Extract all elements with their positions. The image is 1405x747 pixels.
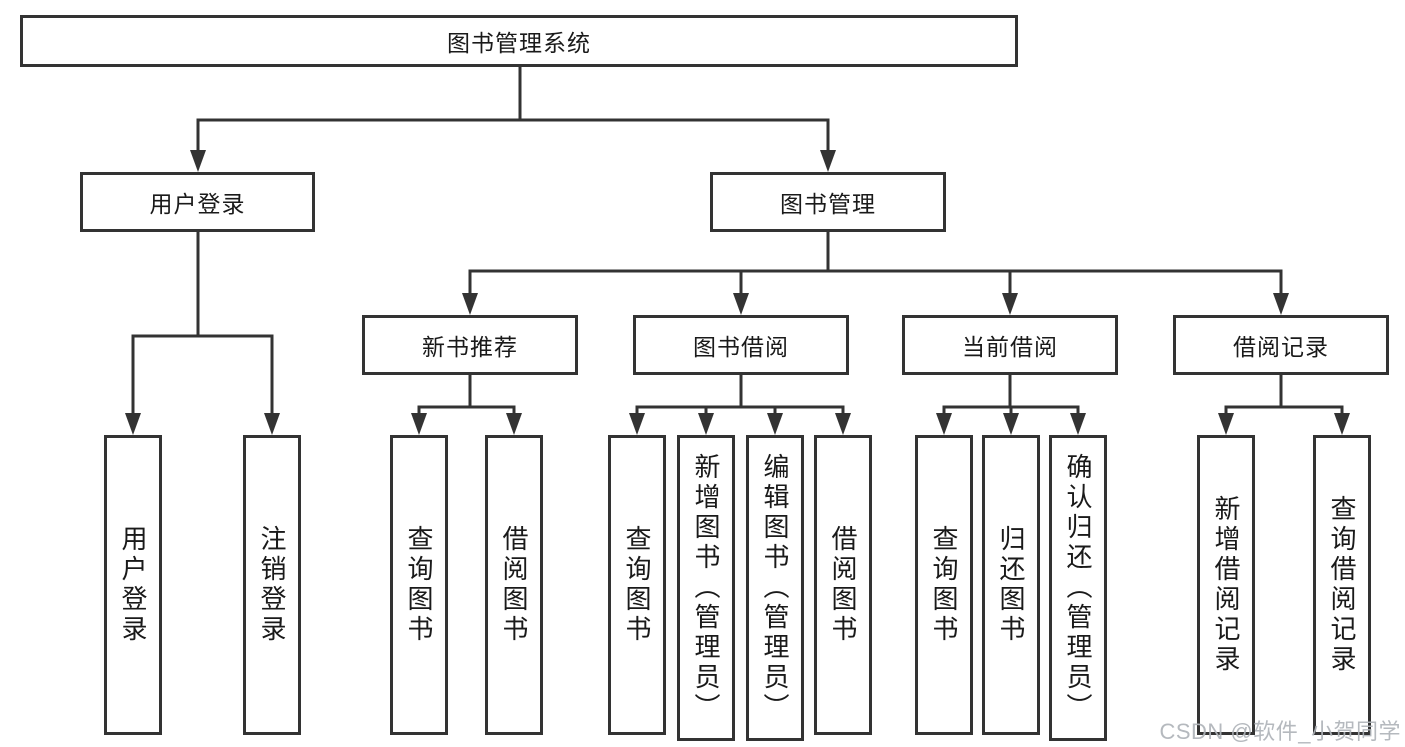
arrow-leaf-3 [411,413,427,435]
leaf-query-book-current: 查询图书 [915,435,973,735]
node-user-login-label: 用户登录 [149,191,246,217]
leaf-add-borrow-record: 新增借阅记录 [1197,435,1255,735]
node-root: 图书管理系统 [20,15,1018,67]
leaf-borrow-book-label: 借阅图书 [828,525,858,645]
leaf-query-borrow-record-label: 查询借阅记录 [1327,495,1357,675]
node-book-borrow: 图书借阅 [633,315,849,375]
leaf-add-book-admin: 新增图书（管理员） [677,435,735,741]
leaf-query-book-borrow-label: 查询图书 [622,525,652,645]
leaf-query-book-borrow: 查询图书 [608,435,666,735]
arrow-l3-4 [1273,293,1289,315]
leaf-confirm-return-admin: 确认归还（管理员） [1049,435,1107,741]
arrowheads [125,150,1350,435]
leaf-borrow-book-recommend-label: 借阅图书 [499,525,529,645]
arrow-leaf-2 [264,413,280,435]
leaf-user-login: 用户登录 [104,435,162,735]
arrow-l3-1 [462,293,478,315]
leaf-return-book: 归还图书 [982,435,1040,735]
leaf-logout: 注销登录 [243,435,301,735]
leaf-logout-label: 注销登录 [257,525,287,645]
leaf-query-book-recommend-label: 查询图书 [404,525,434,645]
node-current-borrow: 当前借阅 [902,315,1118,375]
leaf-borrow-book: 借阅图书 [814,435,872,735]
arrow-leaf-10 [1003,413,1019,435]
arrow-mgmt [820,150,836,172]
node-borrow-record: 借阅记录 [1173,315,1389,375]
leaf-edit-book-admin-label: 编辑图书（管理员） [760,453,790,723]
arrow-leaf-4 [506,413,522,435]
node-borrow-record-label: 借阅记录 [1233,334,1329,360]
leaf-return-book-label: 归还图书 [996,525,1026,645]
arrow-l3-3 [1002,293,1018,315]
node-new-book-recommend: 新书推荐 [362,315,578,375]
node-root-label: 图书管理系统 [447,30,591,56]
node-user-login: 用户登录 [80,172,315,232]
arrow-leaf-12 [1218,413,1234,435]
leaf-borrow-book-recommend: 借阅图书 [485,435,543,735]
leaf-confirm-return-admin-label: 确认归还（管理员） [1063,453,1093,723]
leaf-user-login-label: 用户登录 [118,525,148,645]
node-new-book-recommend-label: 新书推荐 [422,334,518,360]
leaf-edit-book-admin: 编辑图书（管理员） [746,435,804,741]
arrow-leaf-5 [629,413,645,435]
node-current-borrow-label: 当前借阅 [962,334,1058,360]
arrow-l3-2 [733,293,749,315]
arrow-leaf-1 [125,413,141,435]
node-book-management: 图书管理 [710,172,946,232]
arrow-leaf-9 [936,413,952,435]
arrow-leaf-13 [1334,413,1350,435]
leaf-query-book-current-label: 查询图书 [929,525,959,645]
node-book-management-label: 图书管理 [780,191,876,217]
leaf-add-book-admin-label: 新增图书（管理员） [691,453,721,723]
arrow-leaf-6 [698,413,714,435]
arrow-leaf-11 [1070,413,1086,435]
csdn-watermark: CSDN @软件_小贺同学 [1159,719,1401,744]
arrow-login [190,150,206,172]
leaf-query-borrow-record: 查询借阅记录 [1313,435,1371,735]
leaf-query-book-recommend: 查询图书 [390,435,448,735]
arrow-leaf-8 [835,413,851,435]
leaf-add-borrow-record-label: 新增借阅记录 [1211,495,1241,675]
arrow-leaf-7 [767,413,783,435]
node-book-borrow-label: 图书借阅 [693,334,789,360]
